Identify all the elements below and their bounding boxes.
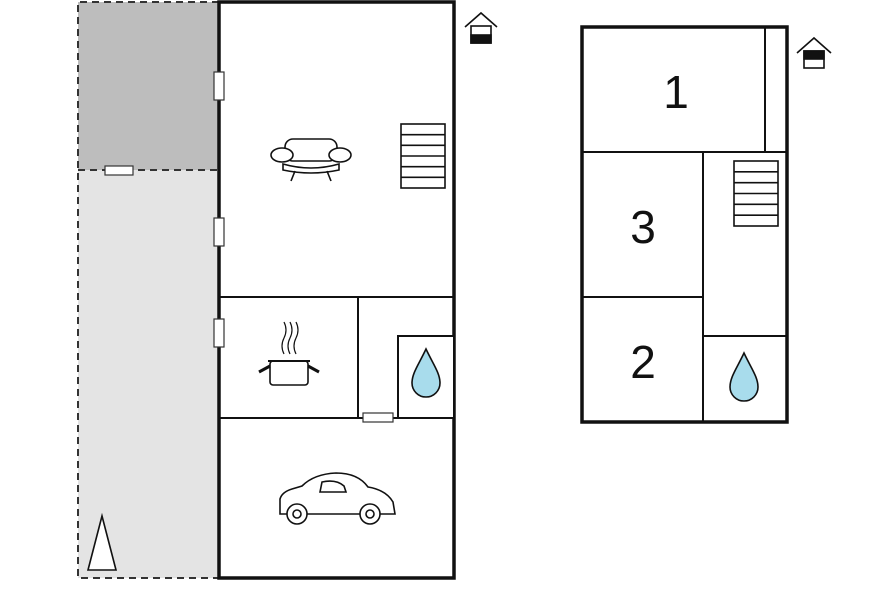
house-floor-icon xyxy=(464,11,498,44)
sofa-icon xyxy=(270,138,352,182)
staircase-icon xyxy=(733,160,779,227)
room-label-3: 3 xyxy=(630,201,656,253)
car-icon xyxy=(279,472,396,525)
garden-area xyxy=(78,170,219,578)
house-floor-icon xyxy=(796,36,832,69)
room-label-2: 2 xyxy=(630,336,656,388)
staircase-icon xyxy=(400,123,446,189)
terrace-area xyxy=(78,2,219,170)
upper-floor: 1 3 2 xyxy=(580,25,789,424)
north-arrow-icon xyxy=(86,512,118,571)
outdoor-area xyxy=(77,1,219,579)
room-label-1: 1 xyxy=(663,66,689,118)
window-left-2 xyxy=(213,217,225,247)
cooking-pot-icon xyxy=(258,321,320,386)
terrace-door xyxy=(104,165,134,176)
ground-floor xyxy=(86,0,456,580)
window-left-1 xyxy=(213,71,225,101)
water-drop-icon xyxy=(729,351,759,402)
window-left-3 xyxy=(213,318,225,348)
hall-door xyxy=(362,412,394,423)
water-drop-icon xyxy=(411,347,441,398)
